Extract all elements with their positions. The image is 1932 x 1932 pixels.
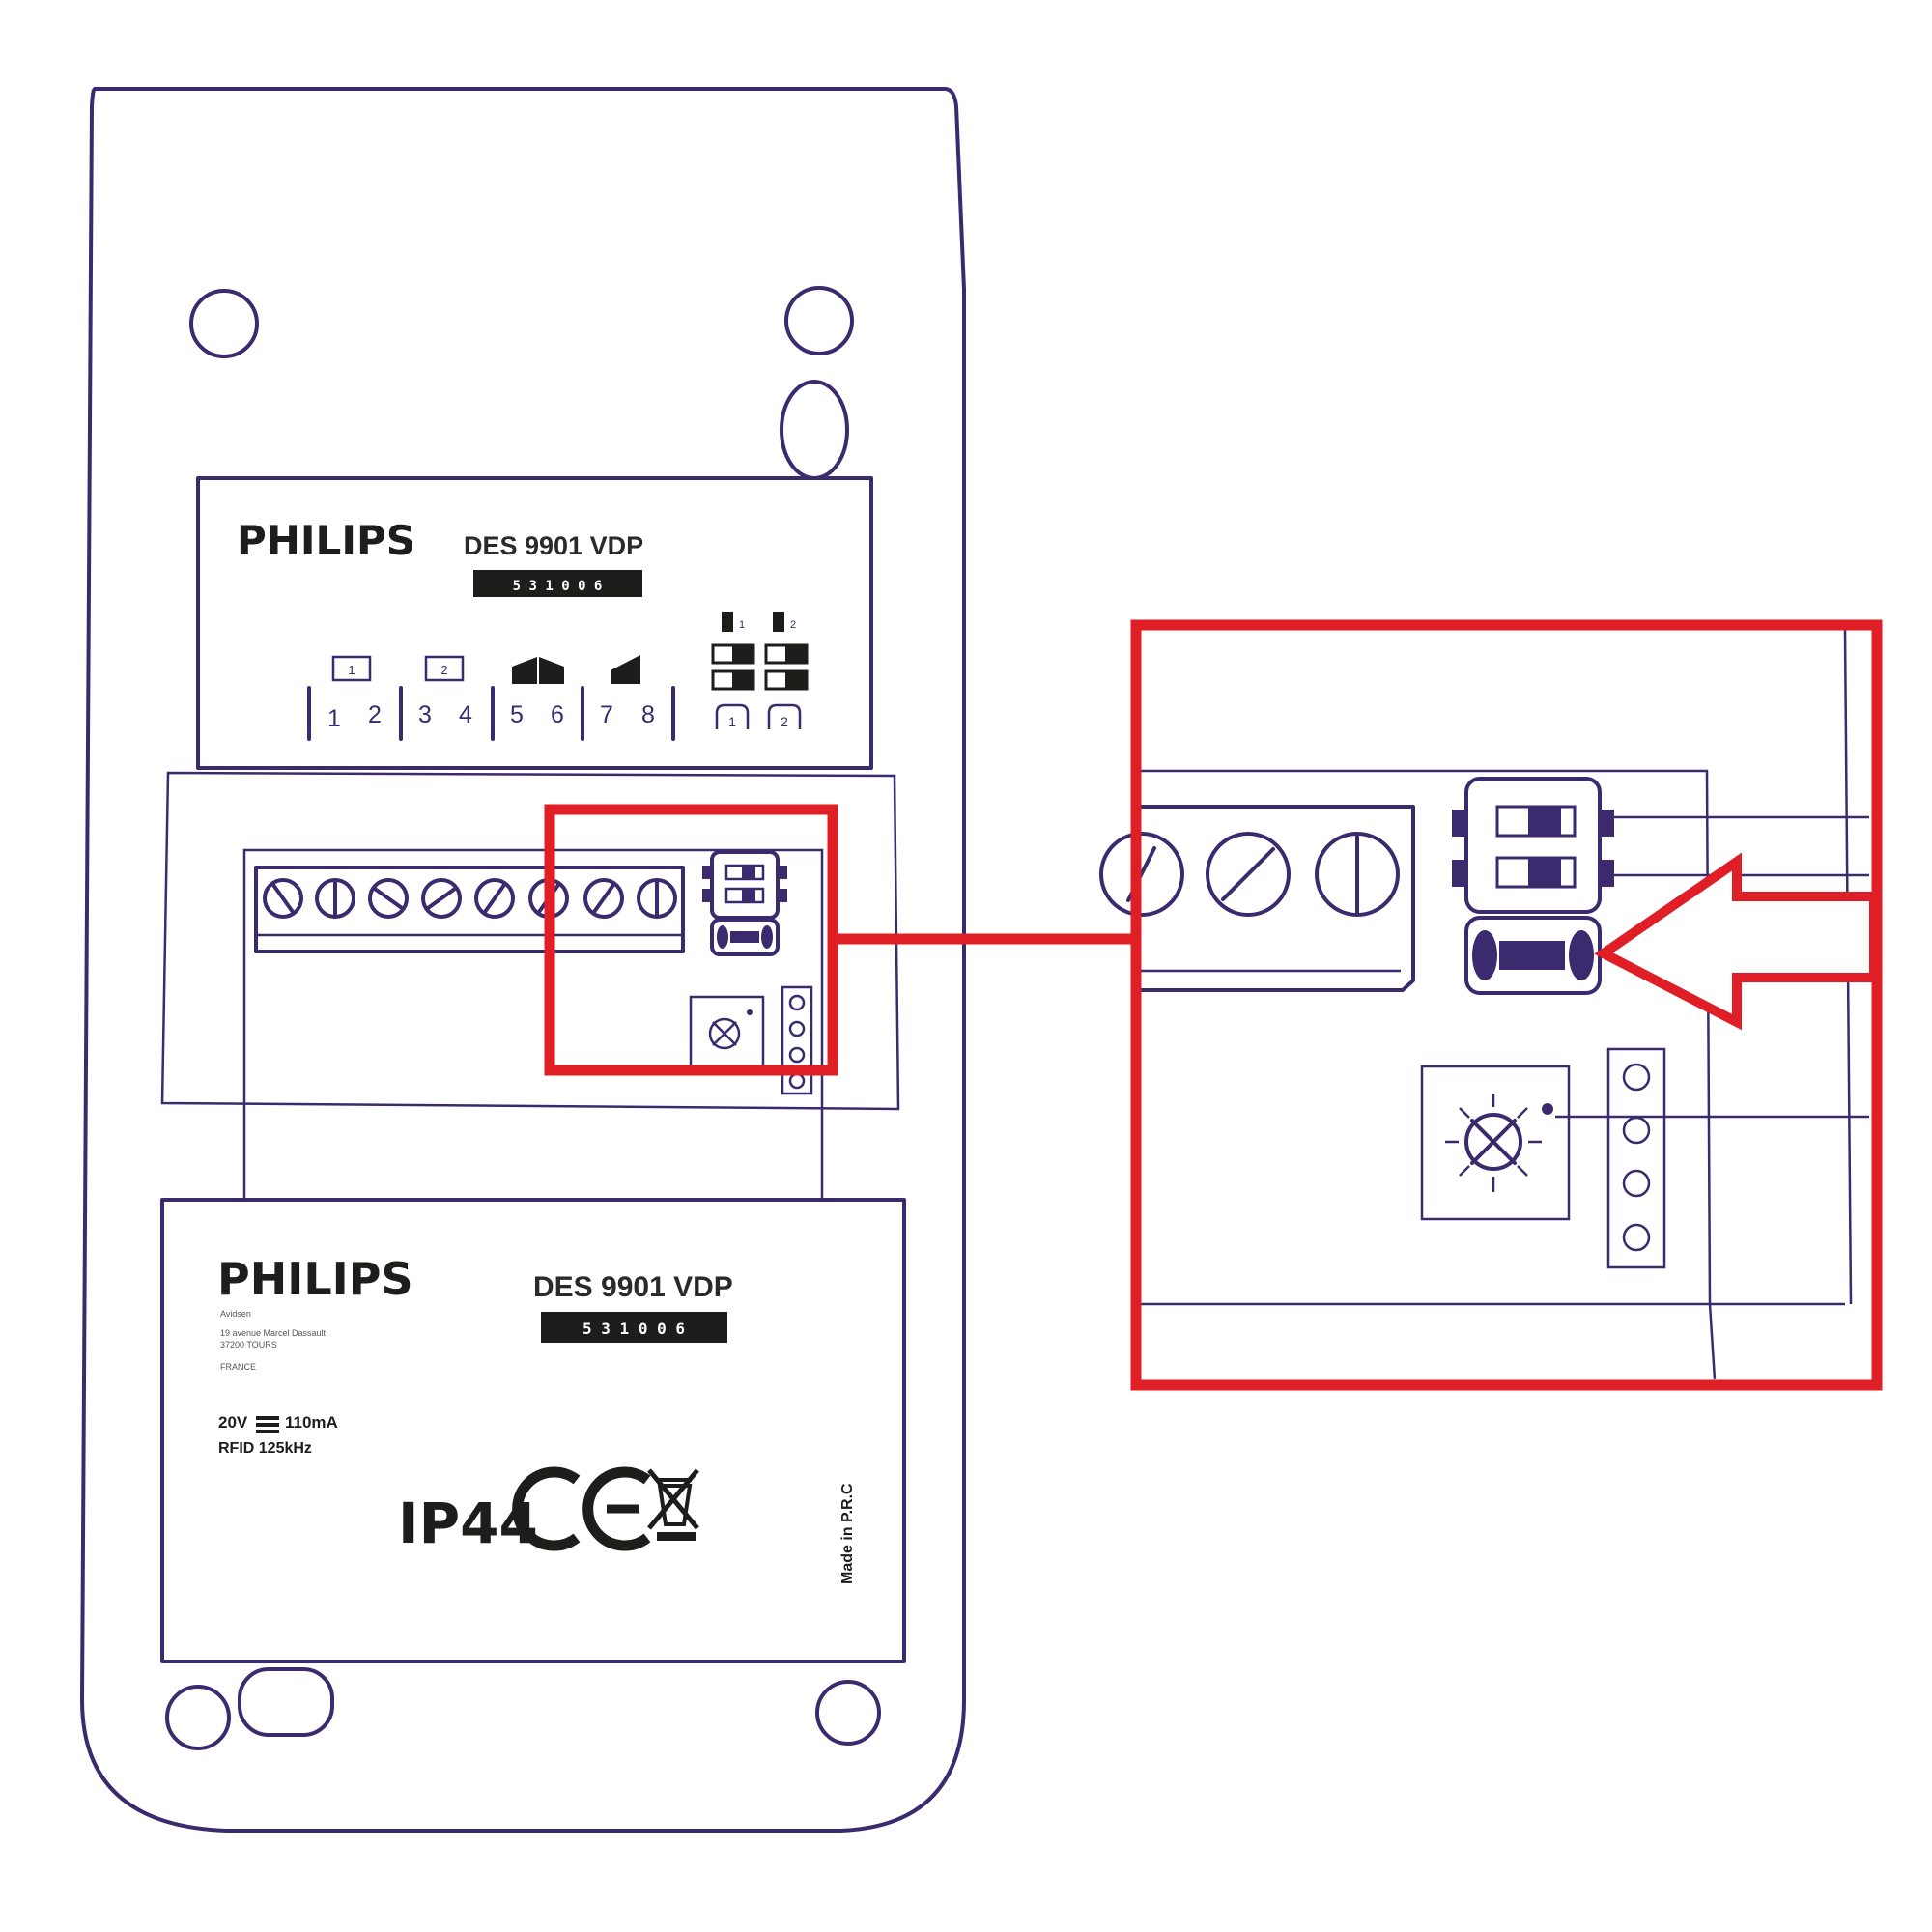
screw-terminal-icon <box>263 878 303 919</box>
connector-pins <box>1606 1047 1666 1269</box>
lower-address-line: Avidsen <box>220 1309 251 1319</box>
mounting-slot <box>238 1667 334 1737</box>
lock-2-icon: 2 <box>424 655 465 682</box>
lower-model: DES 9901 VDP <box>533 1271 733 1303</box>
weee-bin-icon <box>647 1468 699 1541</box>
svg-text:2: 2 <box>440 663 447 677</box>
mounting-slot <box>780 380 849 480</box>
potentiometer-icon <box>1420 1065 1571 1221</box>
lower-power: 20V <box>218 1413 248 1432</box>
terminal-board <box>160 771 900 1111</box>
lower-label <box>160 1198 906 1663</box>
upper-brand: PHILIPS <box>237 517 415 564</box>
ce-mark-icon <box>512 1466 651 1551</box>
origin-text: Made in P.R.C <box>839 1483 856 1584</box>
upper-serial: 5 3 1 0 0 6 <box>513 579 603 594</box>
dip-switch-icon <box>1452 777 1614 914</box>
svg-text:2: 2 <box>790 619 796 631</box>
svg-text:1: 1 <box>728 714 736 729</box>
highlight-box-large <box>1130 619 1883 1391</box>
dip-switch-legend: 1 2 1 2 <box>711 612 809 729</box>
screw-terminal-icon <box>1099 832 1184 917</box>
lower-address-line: 19 avenue Marcel Dassault <box>220 1328 327 1338</box>
screw-terminal-icon <box>1206 832 1291 917</box>
screw-terminal-icon <box>315 878 355 919</box>
lock-1-icon: 1 <box>331 655 372 682</box>
fuse-jumper-icon <box>710 918 780 956</box>
terminal-number: 6 <box>551 701 564 728</box>
dc-symbol-icon <box>256 1416 279 1433</box>
lower-rfid: RFID 125kHz <box>218 1440 312 1457</box>
terminal-number: 8 <box>641 701 655 728</box>
terminal-number: 2 <box>368 701 382 728</box>
terminal-number: 1 <box>327 705 341 732</box>
push-button-icon <box>611 655 640 684</box>
upper-serial-bar <box>473 570 642 597</box>
terminal-number: 4 <box>459 701 472 728</box>
mounting-hole <box>189 289 259 358</box>
lower-current: 110mA <box>285 1413 338 1432</box>
lower-serial-bar <box>541 1312 727 1343</box>
arrow-icon <box>1594 852 1879 1031</box>
fuse-jumper-icon <box>1464 916 1602 995</box>
dip-switch-icon <box>702 850 787 920</box>
potentiometer-icon <box>689 995 765 1070</box>
gate-icon <box>512 657 564 684</box>
device-outline <box>80 87 966 1833</box>
upper-label <box>196 476 873 770</box>
screw-terminal-icon <box>368 878 409 919</box>
mounting-hole <box>784 286 854 355</box>
screw-terminal-icon <box>421 878 462 919</box>
terminal-block <box>254 866 685 953</box>
connector-pins <box>781 985 813 1095</box>
terminal-number: 5 <box>510 701 524 728</box>
zoom-detail <box>1099 629 1879 1380</box>
svg-text:1: 1 <box>739 619 745 631</box>
terminal-number: 7 <box>600 701 613 728</box>
lower-serial: 5 3 1 0 0 6 <box>582 1320 685 1338</box>
svg-text:2: 2 <box>781 714 788 729</box>
screw-terminals <box>263 878 677 919</box>
svg-text:1: 1 <box>348 663 355 677</box>
screw-terminal-icon <box>637 878 677 919</box>
upper-model: DES 9901 VDP <box>464 531 643 560</box>
lower-brand: PHILIPS <box>217 1253 413 1305</box>
lower-address-line: FRANCE <box>220 1362 256 1372</box>
terminal-number: 3 <box>418 701 432 728</box>
screw-terminal-icon <box>583 878 624 919</box>
screw-terminal-icon <box>474 878 515 919</box>
mounting-hole <box>815 1680 881 1746</box>
lower-address-line: 37200 TOURS <box>220 1340 277 1350</box>
mounting-hole <box>165 1685 231 1750</box>
screw-terminal-icon <box>1315 832 1400 917</box>
